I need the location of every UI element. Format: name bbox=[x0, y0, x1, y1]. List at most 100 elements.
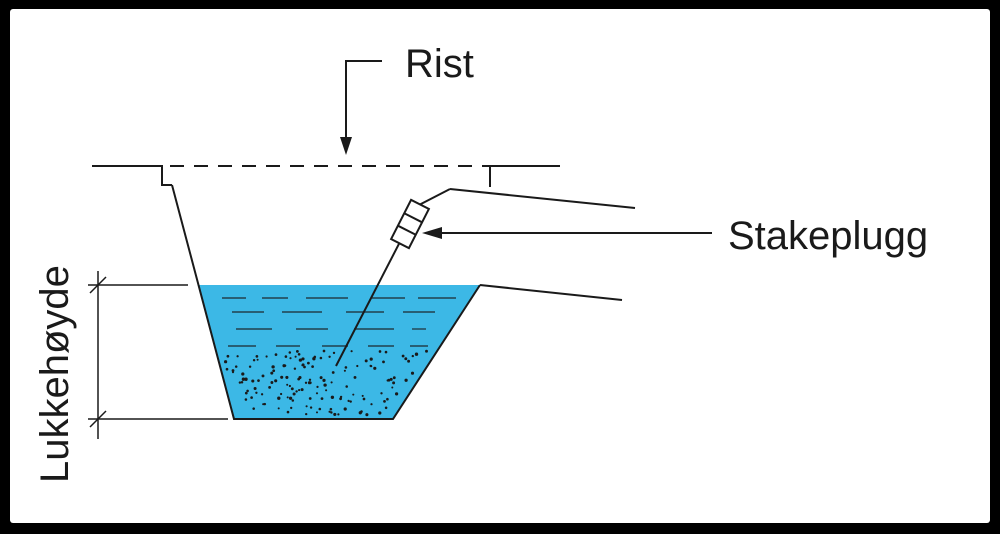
sediment-dot bbox=[425, 349, 428, 353]
sediment-dot bbox=[337, 413, 340, 416]
sediment-dot bbox=[349, 400, 352, 403]
sediment-dot bbox=[345, 385, 348, 388]
sediment-dot bbox=[339, 397, 342, 401]
grate-label: Rist bbox=[405, 42, 474, 86]
plug-label: Stakeplugg bbox=[728, 214, 928, 258]
sediment-dot bbox=[288, 384, 292, 388]
sediment-dot bbox=[301, 357, 305, 361]
sediment-dot bbox=[261, 374, 265, 378]
grate-leader-line bbox=[345, 60, 382, 149]
sediment-dot bbox=[303, 365, 306, 369]
sediment-dot bbox=[353, 375, 357, 379]
sediment-dot bbox=[246, 389, 249, 393]
sediment-dot bbox=[308, 381, 312, 385]
sediment-dot bbox=[298, 389, 301, 392]
sediment-dot bbox=[225, 367, 229, 371]
sediment-dot bbox=[277, 396, 281, 400]
sediment-dot bbox=[298, 375, 302, 380]
sediment-dot bbox=[325, 389, 328, 392]
sediment-dot bbox=[255, 391, 258, 394]
sediment-dot bbox=[305, 405, 308, 408]
sediment-dot bbox=[386, 379, 389, 382]
outlet-pipe-bottom bbox=[479, 284, 623, 301]
sediment-dot bbox=[361, 394, 364, 397]
water-surface-lines bbox=[222, 297, 456, 347]
sediment-dot bbox=[380, 392, 383, 395]
sediment-dot bbox=[392, 381, 396, 385]
sediment-dot bbox=[250, 396, 253, 399]
sediment-dot bbox=[365, 413, 369, 417]
sediment-dot bbox=[260, 393, 264, 396]
sediment-dot bbox=[294, 355, 297, 358]
floor-left bbox=[92, 165, 172, 186]
sediment-dot bbox=[244, 391, 248, 395]
sediment-dot bbox=[392, 376, 396, 380]
sediment-dot bbox=[274, 379, 278, 383]
sediment-dot bbox=[389, 377, 393, 381]
sediment-dot bbox=[236, 355, 239, 358]
sediment-dot bbox=[339, 395, 343, 399]
sediment-dot bbox=[268, 385, 272, 389]
sediment-dot bbox=[231, 371, 235, 374]
cleanout-plug bbox=[389, 198, 431, 250]
sediment-dot bbox=[289, 357, 292, 360]
trap-left-wall bbox=[171, 184, 481, 420]
sediment-dot bbox=[344, 366, 348, 369]
sediment-dot bbox=[255, 355, 259, 358]
sediment-dot bbox=[297, 352, 301, 356]
water-seal-height-label: Lukkehøyde bbox=[33, 265, 77, 483]
sediment-dot bbox=[271, 365, 275, 369]
sediment-dot bbox=[414, 352, 419, 356]
sediment-dot bbox=[270, 381, 274, 384]
sediment-dot bbox=[286, 396, 289, 399]
sediment-dot bbox=[313, 355, 317, 359]
sediment-dot bbox=[241, 372, 245, 376]
sediment-dot bbox=[308, 397, 312, 400]
sediment-dot bbox=[309, 406, 313, 409]
sediment-dot bbox=[265, 355, 268, 358]
sediment-dot bbox=[315, 411, 319, 414]
sediment-dot bbox=[252, 358, 256, 362]
sediment-dot bbox=[288, 351, 292, 354]
sediment-dot bbox=[333, 412, 337, 416]
dimension-tick-bottom bbox=[89, 410, 107, 428]
sediment-dot bbox=[411, 354, 414, 358]
sediment-dot bbox=[319, 376, 323, 380]
sediment-dot bbox=[320, 397, 324, 400]
sediment-dot bbox=[307, 361, 310, 365]
sediment-dot bbox=[364, 359, 368, 363]
sediment-dot bbox=[370, 403, 373, 406]
sediment-dot bbox=[391, 386, 394, 389]
grate-arrowhead bbox=[340, 137, 352, 155]
water-body bbox=[199, 285, 480, 419]
sediment-dot bbox=[401, 354, 405, 358]
sediment-dot bbox=[308, 378, 312, 381]
sediment-dot bbox=[292, 392, 296, 396]
sediment-dot bbox=[253, 387, 257, 390]
sediment-dot bbox=[394, 392, 399, 396]
sediment-dot bbox=[257, 379, 260, 382]
sediment-dot bbox=[251, 379, 255, 383]
sediment-dot bbox=[290, 406, 293, 410]
sediment-dot bbox=[330, 395, 335, 399]
sediment-dot bbox=[347, 399, 350, 403]
sediment-dot bbox=[270, 371, 274, 375]
sediment-dot bbox=[382, 360, 385, 364]
sediment-dot bbox=[386, 397, 389, 401]
sediment-dot bbox=[252, 407, 255, 410]
sediment-dot bbox=[231, 369, 235, 372]
sediment-dot bbox=[383, 400, 386, 403]
sediment-dot bbox=[404, 378, 408, 382]
sediment-dot bbox=[286, 383, 289, 386]
sediment-dot bbox=[316, 385, 319, 389]
sediment-dot bbox=[330, 381, 333, 384]
sediment-dots bbox=[224, 349, 428, 417]
sediment-dot bbox=[404, 357, 408, 361]
dimension-tick-top bbox=[89, 276, 107, 294]
sediment-dot bbox=[277, 407, 280, 410]
plug-arrowhead bbox=[422, 227, 442, 239]
sediment-dot bbox=[279, 392, 283, 396]
outlet-pipe-top bbox=[449, 188, 636, 209]
sediment-dot bbox=[280, 375, 284, 379]
sediment-dot bbox=[384, 406, 388, 410]
